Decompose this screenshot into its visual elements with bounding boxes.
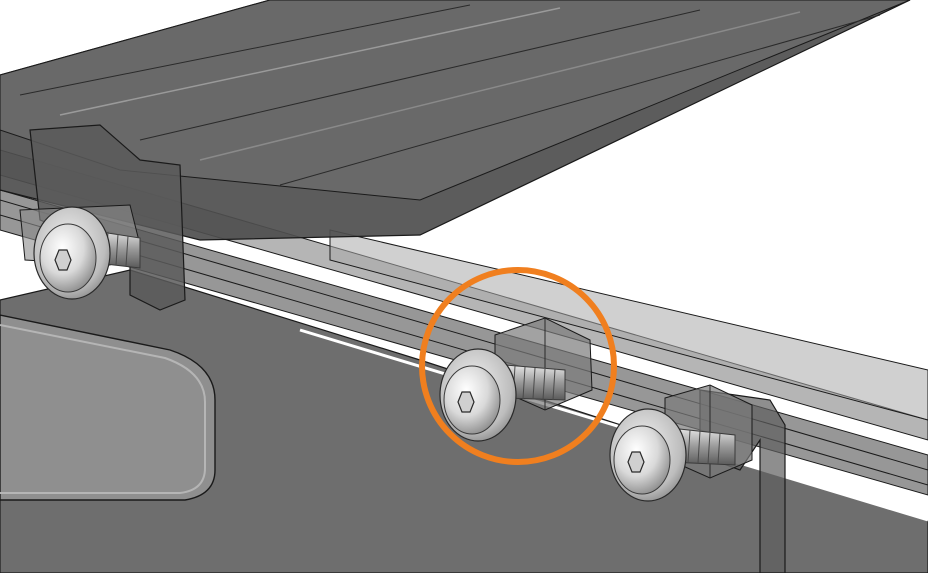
extrusion-slot-line-5 [279,14,881,186]
extrusion-slot-line-2 [59,7,561,116]
extrusion-top-face [0,0,911,201]
center-hex-socket-icon [457,391,475,413]
panel-cutout-bevel [0,324,206,494]
right-button-head-screw [609,408,736,502]
right-hex-socket-icon [627,451,645,473]
extrusion-slot-line-3 [139,9,701,141]
center-button-head-screw [439,348,566,442]
panel-cutout [0,314,216,501]
extrusion-slot-line-4 [199,11,801,161]
left-button-head-screw [33,206,141,300]
rail-white-gap [299,328,928,522]
extrusion-slot-line-1 [19,4,471,96]
highlight-circle [419,267,617,465]
hex-socket-icon [54,249,72,271]
